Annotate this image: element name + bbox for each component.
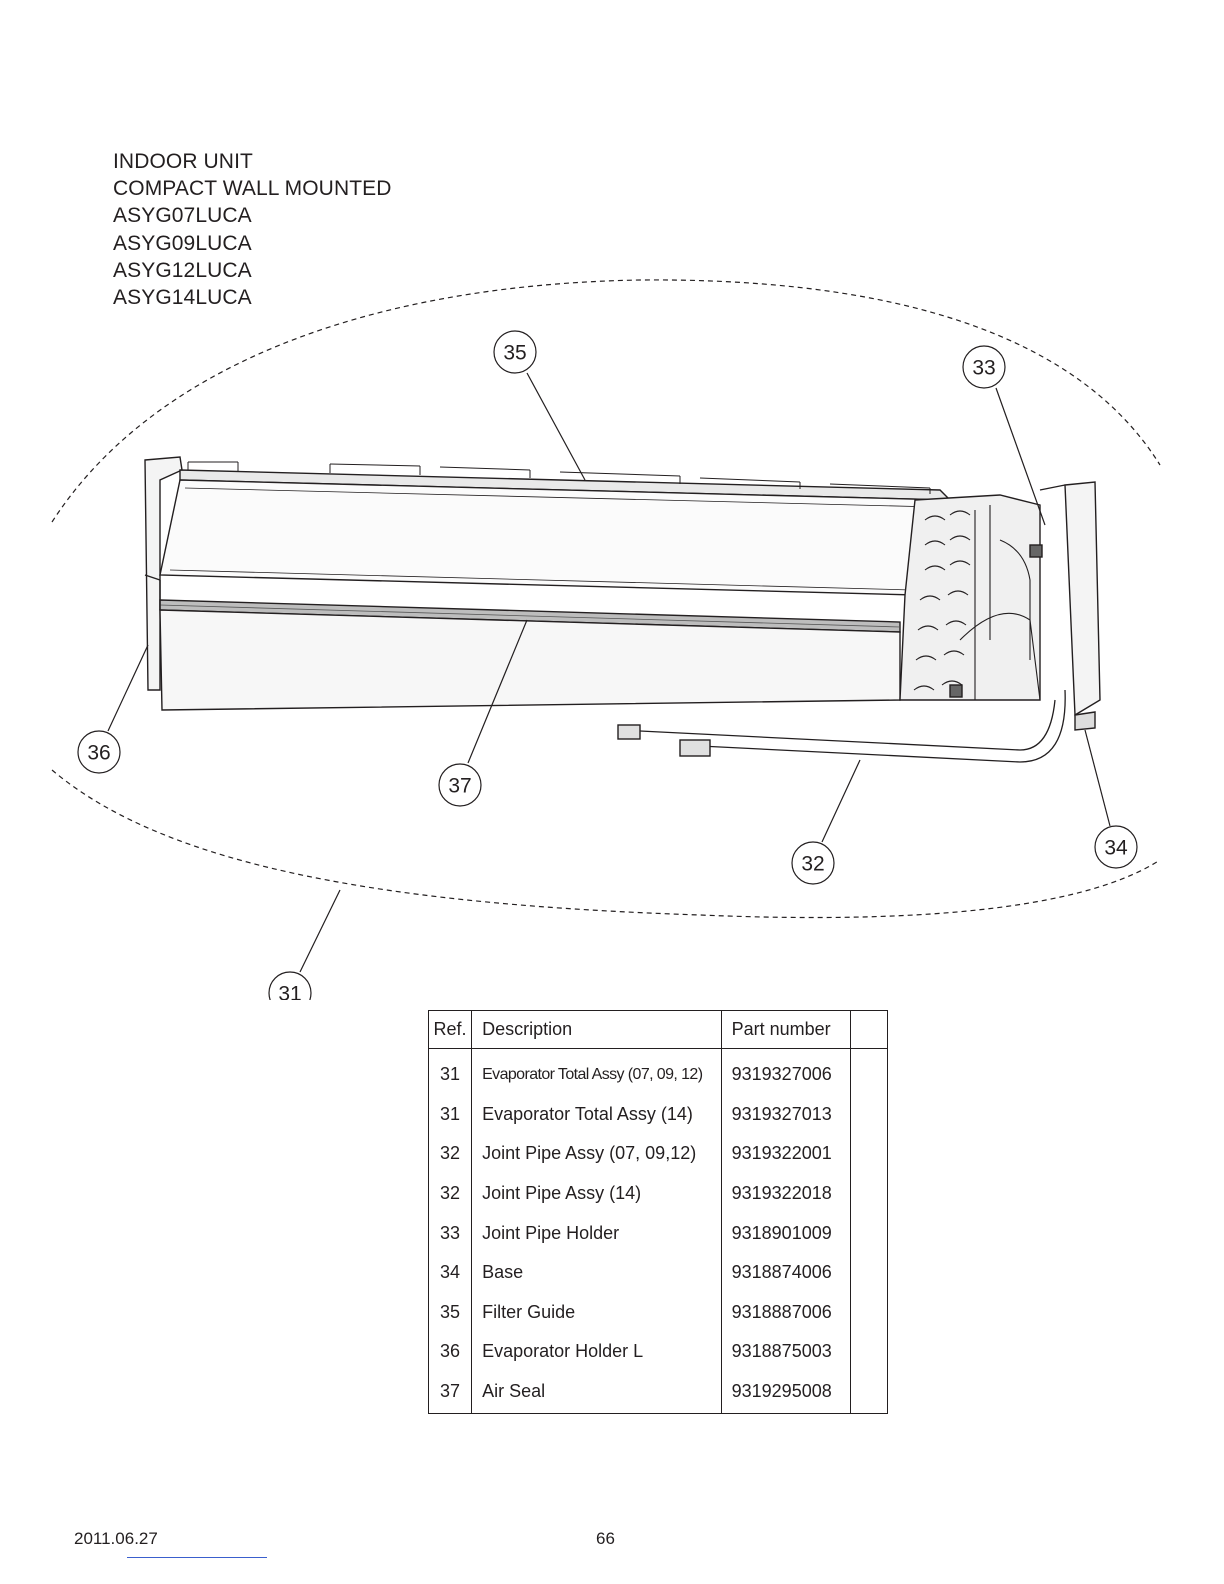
callout-label-35: 35 (503, 342, 526, 365)
row-part-number: 9319322001 (720, 1134, 851, 1174)
row-ref: 33 (427, 1213, 473, 1253)
row-part-number: 9318875003 (720, 1332, 851, 1372)
row-part-number: 9319327006 (720, 1048, 851, 1095)
assembly-boundary-dashed-lower (51, 769, 1161, 919)
exploded-view-diagram: 31 32 33 34 35 36 37 (51, 279, 1161, 1001)
row-description: Joint Pipe Holder (471, 1213, 722, 1253)
table-row: 37 Air Seal 9319295008 (427, 1371, 889, 1415)
row-blank (849, 1048, 889, 1095)
row-description: Base (471, 1252, 722, 1293)
row-part-number: 9318887006 (720, 1292, 851, 1333)
callout-label-33: 33 (972, 357, 995, 380)
row-description: Evaporator Total Assy (07, 09, 12) (471, 1048, 722, 1095)
row-ref: 36 (427, 1332, 473, 1372)
row-description: Joint Pipe Assy (07, 09,12) (471, 1134, 722, 1174)
header-line-unit-type: COMPACT WALL MOUNTED (113, 177, 392, 201)
indoor-unit-drawing (144, 456, 1101, 763)
row-description: Evaporator Total Assy (14) (471, 1094, 722, 1135)
assembly-boundary-dashed (51, 279, 1161, 523)
row-part-number: 9319327013 (720, 1094, 851, 1135)
callout-36: 36 (77, 730, 121, 774)
callout-35: 35 (493, 330, 537, 374)
row-part-number: 9319322018 (720, 1173, 851, 1214)
callout-label-37: 37 (448, 775, 471, 798)
row-part-number: 9318874006 (720, 1252, 851, 1293)
header-line-indoor-unit: INDOOR UNIT (113, 150, 253, 173)
callout-31: 31 (268, 971, 312, 1001)
footer-date: 2011.06.27 (74, 1529, 158, 1548)
callout-34: 34 (1094, 825, 1138, 869)
header-line-model-09: ASYG09LUCA (113, 231, 252, 255)
row-ref: 32 (427, 1173, 473, 1214)
row-ref: 31 (427, 1048, 473, 1095)
callout-32: 32 (791, 841, 835, 885)
header-part-number: Part number (720, 1010, 851, 1049)
parts-table: Ref. Description Part number 31 Evaporat… (427, 1010, 889, 1415)
page-number: 66 (596, 1529, 615, 1548)
callout-label-36: 36 (87, 742, 110, 765)
row-ref: 32 (427, 1134, 473, 1174)
row-ref: 31 (427, 1094, 473, 1135)
row-blank (849, 1332, 889, 1372)
row-blank (849, 1292, 889, 1333)
row-part-number: 9319295008 (720, 1371, 851, 1415)
callout-37: 37 (438, 763, 482, 807)
row-description: Evaporator Holder L (471, 1332, 722, 1372)
table-row: 31 Evaporator Total Assy (07, 09, 12) 93… (427, 1048, 889, 1095)
table-row: 32 Joint Pipe Assy (14) 9319322018 (427, 1173, 889, 1214)
footer-rule (127, 1557, 267, 1558)
row-description: Air Seal (471, 1371, 722, 1415)
callout-33: 33 (962, 345, 1006, 389)
callout-label-32: 32 (801, 853, 824, 876)
row-ref: 34 (427, 1252, 473, 1293)
table-row: 32 Joint Pipe Assy (07, 09,12) 931932200… (427, 1134, 889, 1174)
header-description: Description (471, 1010, 722, 1049)
row-part-number: 9318901009 (720, 1213, 851, 1253)
header-line-model-12: ASYG12LUCA (113, 258, 252, 282)
header-ref: Ref. (427, 1010, 473, 1049)
row-blank (849, 1173, 889, 1214)
row-blank (849, 1213, 889, 1253)
row-description: Filter Guide (471, 1292, 722, 1333)
table-row: 31 Evaporator Total Assy (14) 9319327013 (427, 1094, 889, 1135)
row-blank (849, 1094, 889, 1135)
table-row: 35 Filter Guide 9318887006 (427, 1292, 889, 1333)
callout-label-34: 34 (1104, 837, 1128, 860)
row-ref: 35 (427, 1292, 473, 1333)
table-row: 36 Evaporator Holder L 9318875003 (427, 1332, 889, 1372)
header-blank (849, 1010, 889, 1049)
table-row: 34 Base 9318874006 (427, 1252, 889, 1293)
row-description: Joint Pipe Assy (14) (471, 1173, 722, 1214)
parts-table-header: Ref. Description Part number (427, 1010, 889, 1049)
header-line-model-14: ASYG14LUCA (113, 286, 252, 310)
row-ref: 37 (427, 1371, 473, 1415)
model-header: INDOOR UNIT COMPACT WALL MOUNTED ASYG07L… (113, 148, 392, 311)
row-blank (849, 1252, 889, 1293)
header-line-model-07: ASYG07LUCA (113, 204, 252, 228)
callout-label-31: 31 (278, 983, 301, 1001)
row-blank (849, 1371, 889, 1415)
table-row: 33 Joint Pipe Holder 9318901009 (427, 1213, 889, 1253)
callout-leaders (107, 372, 1111, 973)
row-blank (849, 1134, 889, 1174)
